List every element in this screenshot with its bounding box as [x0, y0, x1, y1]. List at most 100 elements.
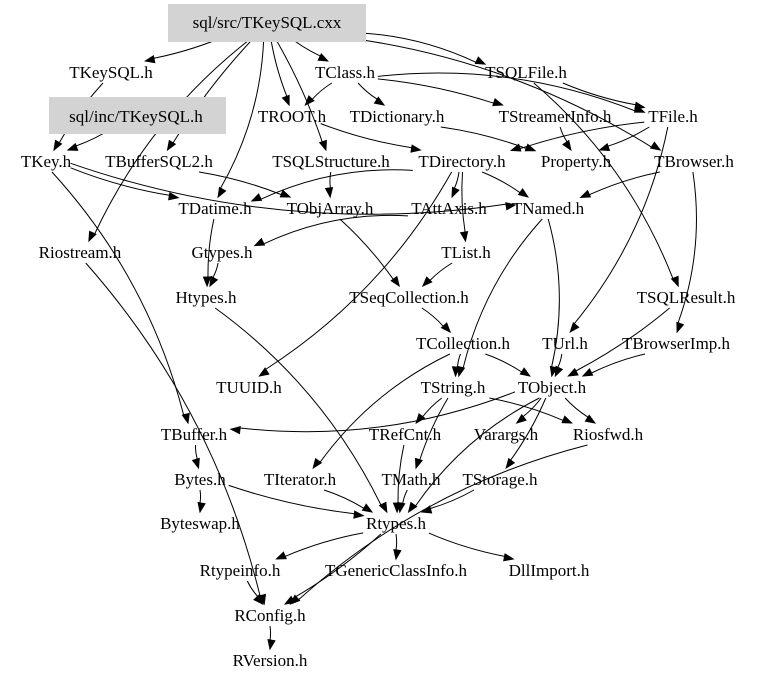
node-titerator-h[interactable]: TIterator.h: [264, 470, 337, 489]
node-tmath-h[interactable]: TMath.h: [381, 470, 441, 489]
node-tobject-h[interactable]: TObject.h: [518, 378, 587, 397]
arrowhead: [407, 501, 418, 514]
node-tsqlresult-h[interactable]: TSQLResult.h: [637, 288, 736, 307]
edge-tail: [310, 98, 313, 100]
node-tsqlfile-h[interactable]: TSQLFile.h: [485, 63, 567, 82]
node-tnamed-h[interactable]: TNamed.h: [512, 199, 585, 218]
node-tkey-h[interactable]: TKey.h: [21, 152, 72, 171]
node-tbuffersql2-h[interactable]: TBufferSQL2.h: [105, 152, 213, 171]
edge-tclass-h-to-tstreamerinfo-h: [377, 78, 494, 104]
node-tlist-h[interactable]: TList.h: [441, 243, 491, 262]
node-label: TClass.h: [315, 63, 375, 82]
arrowhead: [191, 457, 200, 470]
node-label: TObject.h: [518, 378, 587, 397]
edge-tail: [296, 597, 299, 601]
arrowhead: [519, 367, 531, 377]
node-riostream-h[interactable]: Riostream.h: [39, 243, 122, 262]
node-root[interactable]: sql/src/TKeySQL.cxx: [168, 4, 366, 42]
node-trefcnt-h[interactable]: TRefCnt.h: [369, 425, 442, 444]
node-tdatime-h[interactable]: TDatime.h: [178, 199, 252, 218]
node-rconfig-h[interactable]: RConfig.h: [234, 606, 306, 625]
node-tdirectory-h[interactable]: TDirectory.h: [418, 152, 506, 171]
edge-tsqlfile-h-to-tfile-h: [562, 82, 636, 106]
node-troot-h[interactable]: TROOT.h: [258, 107, 327, 126]
edge-tail: [522, 416, 525, 418]
node-tgenericclassinfo-h[interactable]: TGenericClassInfo.h: [325, 561, 468, 580]
node-varargs-h[interactable]: Varargs.h: [474, 425, 539, 444]
node-riosfwd-h[interactable]: Riosfwd.h: [573, 425, 644, 444]
node-tbrowser-h[interactable]: TBrowser.h: [654, 152, 734, 171]
node-label: TUrl.h: [542, 334, 588, 353]
edge-troot-h-to-tdirectory-h: [320, 123, 412, 149]
node-tuuid-h[interactable]: TUUID.h: [216, 378, 282, 397]
node-tdictionary-h[interactable]: TDictionary.h: [350, 107, 445, 126]
node-gtypes-h[interactable]: Gtypes.h: [192, 243, 253, 262]
node-label: TBuffer.h: [161, 425, 228, 444]
node-label: TSQLStructure.h: [272, 152, 390, 171]
edge-tseqcollection-h-to-tcollection-h: [421, 307, 444, 327]
node-rtypes-h[interactable]: Rtypes.h: [366, 514, 426, 533]
node-property-h[interactable]: Property.h: [541, 152, 612, 171]
edge-tail: [318, 460, 321, 463]
node-label: Riostream.h: [39, 243, 122, 262]
edge-turl-h-to-tobject-h: [557, 353, 563, 368]
node-tclass-h[interactable]: TClass.h: [315, 63, 375, 82]
node-byteswap-h[interactable]: Byteswap.h: [160, 514, 240, 533]
node-tkeysql-h[interactable]: TKeySQL.h: [69, 63, 153, 82]
arrowhead: [390, 275, 400, 288]
node-inc-tkeysql-h[interactable]: sql/inc/TKeySQL.h: [49, 97, 226, 134]
node-label: TUUID.h: [216, 378, 282, 397]
edge-tobject-h-to-tbuffer-h: [239, 391, 516, 433]
node-turl-h[interactable]: TUrl.h: [542, 334, 588, 353]
arrowhead: [317, 53, 330, 62]
node-label: TCollection.h: [416, 334, 510, 353]
edge-root-to-tdatime-h: [220, 32, 265, 189]
node-label: TKeySQL.h: [69, 63, 153, 82]
edge-tobject-h-to-varargs-h: [522, 397, 542, 417]
node-label: TString.h: [421, 378, 486, 397]
node-tobjarray-h[interactable]: TObjArray.h: [287, 199, 374, 218]
node-bytes-h[interactable]: Bytes.h: [174, 470, 226, 489]
arrowhead: [492, 98, 504, 107]
node-tsqlstructure-h[interactable]: TSQLStructure.h: [272, 152, 390, 171]
node-tcollection-h[interactable]: TCollection.h: [416, 334, 510, 353]
edge-tail: [92, 232, 95, 235]
node-tfile-h[interactable]: TFile.h: [648, 107, 698, 126]
node-dllimport-h[interactable]: DllImport.h: [509, 561, 590, 580]
node-label: TIterator.h: [264, 470, 337, 489]
arrowhead: [258, 367, 270, 377]
arrowhead: [275, 551, 287, 560]
node-rtypeinfo-h[interactable]: Rtypeinfo.h: [200, 561, 281, 580]
edge-tbrowserimp-h-to-tobject-h: [591, 353, 646, 374]
node-tstorage-h[interactable]: TStorage.h: [462, 470, 538, 489]
edge-bytes-h-to-byteswap-h: [199, 489, 202, 504]
edge-tail: [319, 55, 321, 58]
edge-tsqlresult-h-to-tobject-h: [575, 307, 670, 372]
edge-root-to-tsqlstructure-h: [271, 32, 323, 142]
edge-rtypes-h-to-dllimport-h: [428, 532, 505, 557]
node-tattaxis-h[interactable]: TAttAxis.h: [411, 199, 487, 218]
node-rversion-h[interactable]: RVersion.h: [233, 651, 308, 670]
edge-tail: [672, 277, 676, 280]
edge-rtypes-h-to-tgenericclassinfo-h: [395, 533, 398, 551]
edge-tfile-h-to-property-h: [607, 126, 650, 147]
edge-tail: [454, 187, 456, 190]
node-label: sql/src/TKeySQL.cxx: [193, 13, 342, 32]
node-label: TBufferSQL2.h: [105, 152, 213, 171]
edge-tlist-h-to-tseqcollection-h: [429, 262, 453, 281]
node-label: TDatime.h: [178, 199, 252, 218]
node-tbrowserimp-h[interactable]: TBrowserImp.h: [622, 334, 731, 353]
node-tstring-h[interactable]: TString.h: [421, 378, 486, 397]
node-label: Byteswap.h: [160, 514, 240, 533]
node-tbuffer-h[interactable]: TBuffer.h: [161, 425, 228, 444]
arrowhead: [505, 457, 516, 470]
edge-riostream-h-to-rconfig-h: [85, 262, 261, 597]
arrowhead: [440, 322, 452, 334]
node-tseqcollection-h[interactable]: TSeqCollection.h: [349, 288, 469, 307]
node-label: Rtypeinfo.h: [200, 561, 281, 580]
node-tstreamerinfo-h[interactable]: TStreamerInfo.h: [499, 107, 612, 126]
node-htypes-h[interactable]: Htypes.h: [176, 288, 237, 307]
edge-tnamed-h-to-tobject-h: [547, 218, 560, 368]
node-label: TKey.h: [21, 152, 72, 171]
